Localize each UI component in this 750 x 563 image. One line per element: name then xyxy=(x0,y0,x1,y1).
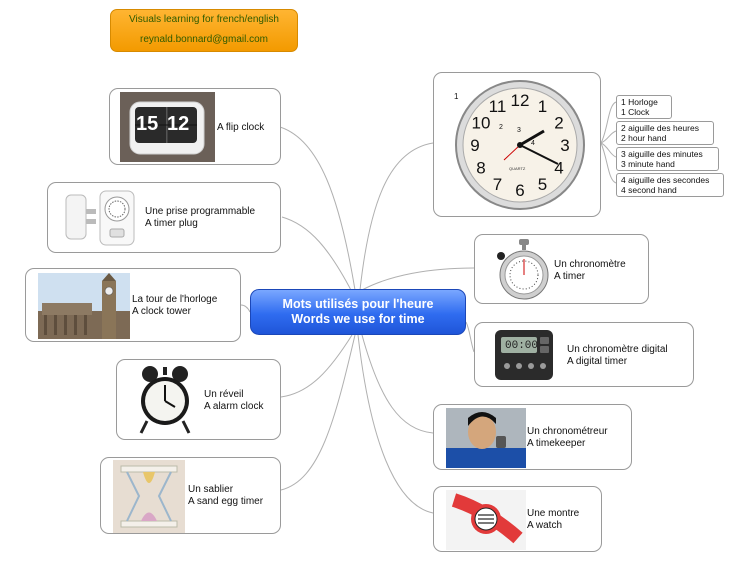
central-topic-fr: Mots utilisés pour l'heure xyxy=(282,297,434,311)
clock-label-3-fr: 3 aiguille des minutes xyxy=(621,149,703,159)
clock-label-1-fr: 1 Horloge xyxy=(621,97,658,107)
branch-flip-clock xyxy=(279,126,356,291)
timer-plug-image xyxy=(65,190,135,246)
clock-label-1-en: 1 Clock xyxy=(621,107,650,117)
topic-timekeeper-fr: Un chronométreur xyxy=(527,426,608,437)
topic-timer-plug[interactable]: Une prise programmable A timer plug xyxy=(47,182,281,253)
clock-numeral: 12 xyxy=(511,91,530,110)
topic-timer-plug-en: A timer plug xyxy=(145,218,198,229)
clock-numeral: 1 xyxy=(538,97,547,116)
clock-label-4[interactable]: 4 aiguille des secondes 4 second hand xyxy=(616,173,724,197)
topic-timer[interactable]: Un chronomètre A timer xyxy=(474,234,649,304)
stopwatch-image xyxy=(497,239,549,300)
marker-1: 1 xyxy=(454,92,459,101)
topic-watch-en: A watch xyxy=(527,520,563,531)
second-hand xyxy=(503,144,521,161)
marker-2: 2 xyxy=(499,124,503,131)
alarm-clock-image xyxy=(139,366,191,434)
central-topic-en: Words we use for time xyxy=(291,312,425,326)
header-email: reynald.bonnard@gmail.com xyxy=(140,34,268,45)
topic-timer-plug-fr: Une prise programmable xyxy=(145,206,256,217)
topic-alarm-clock-en: A alarm clock xyxy=(204,401,264,412)
topic-digital-timer[interactable]: 00:00 Un chronomètre digital A digital t… xyxy=(474,322,694,387)
clock-numeral: 4 xyxy=(554,159,563,178)
clock-numeral: 9 xyxy=(470,136,479,155)
clock-label-2-fr: 2 aiguille des heures xyxy=(621,123,699,133)
topic-alarm-clock[interactable]: Un réveil A alarm clock xyxy=(116,359,281,440)
topic-flip-clock[interactable]: 15 12 A flip clock xyxy=(109,88,281,165)
topic-digital-timer-fr: Un chronomètre digital xyxy=(567,344,668,355)
digital-timer-image xyxy=(495,330,553,380)
branch-clock-tower xyxy=(240,304,251,313)
clock-label-3-en: 3 minute hand xyxy=(621,159,675,169)
sand-timer-image xyxy=(113,460,185,533)
clock-label-4-en: 4 second hand xyxy=(621,185,677,195)
branch-clock xyxy=(359,142,434,291)
branch-sub-1 xyxy=(600,101,617,144)
clock-numeral: 5 xyxy=(538,175,547,194)
topic-watch[interactable]: Une montre A watch xyxy=(433,486,602,552)
topic-sand-timer-fr: Un sablier xyxy=(188,484,234,495)
clock-brand: QUARTZ xyxy=(509,166,526,171)
topic-timer-en: A timer xyxy=(554,271,586,282)
header-box: Visuals learning for french/english reyn… xyxy=(110,9,298,52)
branch-sub-2 xyxy=(600,130,617,144)
clock-label-2[interactable]: 2 aiguille des heures 2 hour hand xyxy=(616,121,714,145)
topic-sand-timer[interactable]: Un sablier A sand egg timer xyxy=(100,457,281,534)
marker-3: 3 xyxy=(517,127,521,134)
marker-4: 4 xyxy=(531,140,535,147)
clock-numeral: 11 xyxy=(489,97,507,116)
clock-label-2-en: 2 hour hand xyxy=(621,133,667,143)
clock-label-1[interactable]: 1 Horloge 1 Clock xyxy=(616,95,672,119)
branch-digital-timer xyxy=(465,321,475,353)
flip-clock-image xyxy=(120,92,215,162)
flip-digits-right: 12 xyxy=(167,113,190,135)
clock-tower-image xyxy=(38,273,130,339)
clock-numeral: 6 xyxy=(515,181,524,200)
branch-timekeeper xyxy=(361,334,434,434)
central-topic[interactable]: Mots utilisés pour l'heure Words we use … xyxy=(250,289,466,335)
topic-digital-timer-en: A digital timer xyxy=(567,356,628,367)
clock-numeral: 7 xyxy=(493,175,502,194)
branch-sub-4 xyxy=(600,142,617,184)
topic-clock-tower-en: A clock tower xyxy=(132,306,191,317)
branch-sand-timer xyxy=(280,334,356,491)
branch-sub-3 xyxy=(600,142,617,158)
branch-timer xyxy=(361,267,475,291)
clock-numeral: 8 xyxy=(476,159,485,178)
topic-clock-tower-fr: La tour de l'horloge xyxy=(132,294,218,305)
topic-flip-clock-label: A flip clock xyxy=(217,122,265,133)
clock-numeral: 2 xyxy=(554,114,563,133)
clock-numeral: 3 xyxy=(560,136,569,155)
digital-readout: 00:00 xyxy=(505,340,539,352)
hour-hand xyxy=(519,129,545,147)
clock-numeral: 10 xyxy=(472,114,491,133)
header-title: Visuals learning for french/english xyxy=(129,14,279,25)
branch-watch xyxy=(357,334,434,514)
topic-timer-fr: Un chronomètre xyxy=(554,259,626,270)
clock-label-3[interactable]: 3 aiguille des minutes 3 minute hand xyxy=(616,147,719,171)
minute-hand xyxy=(519,144,559,165)
topic-clock-tower[interactable]: La tour de l'horloge A clock tower xyxy=(25,268,241,342)
timekeeper-image xyxy=(446,408,526,468)
topic-alarm-clock-fr: Un réveil xyxy=(204,389,244,400)
clock-label-4-fr: 4 aiguille des secondes xyxy=(621,175,710,185)
branch-timer-plug xyxy=(281,216,353,293)
topic-timekeeper-en: A timekeeper xyxy=(527,438,586,449)
branch-alarm-clock xyxy=(280,334,353,398)
watch-image xyxy=(446,490,526,550)
topic-watch-fr: Une montre xyxy=(527,508,580,519)
topic-timekeeper[interactable]: Un chronométreur A timekeeper xyxy=(433,404,632,470)
topic-sand-timer-en: A sand egg timer xyxy=(188,496,264,507)
flip-digits-left: 15 xyxy=(136,113,159,135)
